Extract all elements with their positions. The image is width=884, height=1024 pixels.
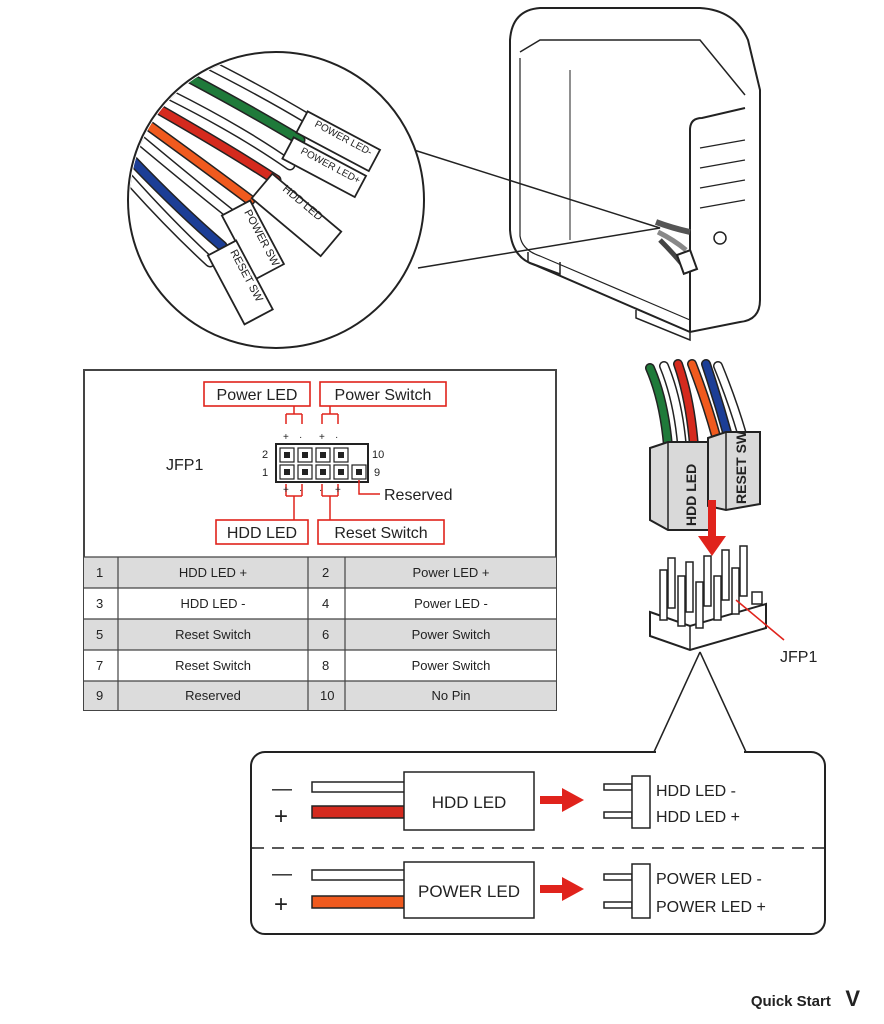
table-cell-name: Reset Switch <box>175 627 251 642</box>
header-title: JFP1 <box>166 457 203 474</box>
svg-text:·: · <box>299 485 302 496</box>
polarity-power-box: POWER LED <box>418 882 520 901</box>
table-cell-pin: 9 <box>96 688 103 703</box>
svg-text:+: + <box>283 432 289 443</box>
table-cell-pin: 10 <box>320 688 334 703</box>
table-cell-name: No Pin <box>431 688 470 703</box>
svg-text:·: · <box>335 432 338 443</box>
polarity-hdd-plus: HDD LED + <box>656 809 740 826</box>
table-cell-pin: 2 <box>322 565 329 580</box>
table-cell-name: Power Switch <box>412 627 491 642</box>
pc-case-illustration <box>509 7 761 342</box>
table-cell-name: Reserved <box>185 688 241 703</box>
table-cell-pin: 4 <box>322 596 329 611</box>
footer-page-number: V <box>845 986 860 1011</box>
table-cell-pin: 6 <box>322 627 329 642</box>
pin-label-2: 2 <box>262 449 268 461</box>
page-footer: Quick Start V <box>751 986 860 1012</box>
wire-green <box>186 74 304 144</box>
label-power-led: Power LED <box>217 387 298 404</box>
table-cell-pin: 8 <box>322 658 329 673</box>
table-cell-pin: 7 <box>96 658 103 673</box>
table-cell-name: HDD LED - <box>180 596 245 611</box>
label-reset-switch: Reset Switch <box>334 525 427 542</box>
footer-section-title: Quick Start <box>750 993 831 1010</box>
plug-label-jfp1: JFP1 <box>780 649 817 666</box>
pin-label-1: 1 <box>262 467 268 479</box>
polarity-plus-label: + <box>274 803 288 830</box>
polarity-power-plus: POWER LED + <box>656 899 766 916</box>
table-cell-pin: 1 <box>96 565 103 580</box>
svg-text:+: + <box>335 485 341 496</box>
polarity-box: — + HDD LED HDD LED - HDD LED + — + POWE… <box>250 750 826 935</box>
polarity-hdd-minus: HDD LED - <box>656 783 736 800</box>
plug-illustration: HDD LED RESET SW JFP1 <box>645 359 817 753</box>
pin-label-10: 10 <box>372 449 384 461</box>
table-cell-name: Power Switch <box>412 658 491 673</box>
pin-header-graphic <box>275 443 369 483</box>
polarity-hdd-box: HDD LED <box>432 793 507 812</box>
table-cell-name: Power LED + <box>413 565 490 580</box>
table-cell-name: HDD LED + <box>179 565 247 580</box>
table-cell-name: Power LED - <box>414 596 488 611</box>
svg-text:+: + <box>283 485 289 496</box>
polarity-plus-label: + <box>274 891 288 918</box>
zoom-circle: POWER LED- POWER LED+ HDD LED POWER SW R… <box>127 51 425 349</box>
polarity-minus-label: — <box>272 778 292 800</box>
label-hdd-led: HDD LED <box>227 525 297 542</box>
table-cell-pin: 3 <box>96 596 103 611</box>
label-power-switch: Power Switch <box>335 387 432 404</box>
polarity-minus-label: — <box>272 863 292 885</box>
svg-text:·: · <box>319 485 322 496</box>
plug-label-reset-sw: RESET SW <box>733 430 749 504</box>
jfp1-header-panel: Power LED Power Switch HDD LED Reset Swi… <box>83 369 557 711</box>
table-cell-name: Reset Switch <box>175 658 251 673</box>
pin-table: 1 HDD LED + 2 Power LED + 3 HDD LED - 4 … <box>84 556 556 710</box>
table-cell-pin: 5 <box>96 627 103 642</box>
svg-text:·: · <box>299 432 302 443</box>
polarity-power-minus: POWER LED - <box>656 871 762 888</box>
label-reserved: Reserved <box>384 487 452 504</box>
pin-label-9: 9 <box>374 467 380 479</box>
plug-label-hdd-led: HDD LED <box>683 464 699 526</box>
svg-text:+: + <box>319 432 325 443</box>
